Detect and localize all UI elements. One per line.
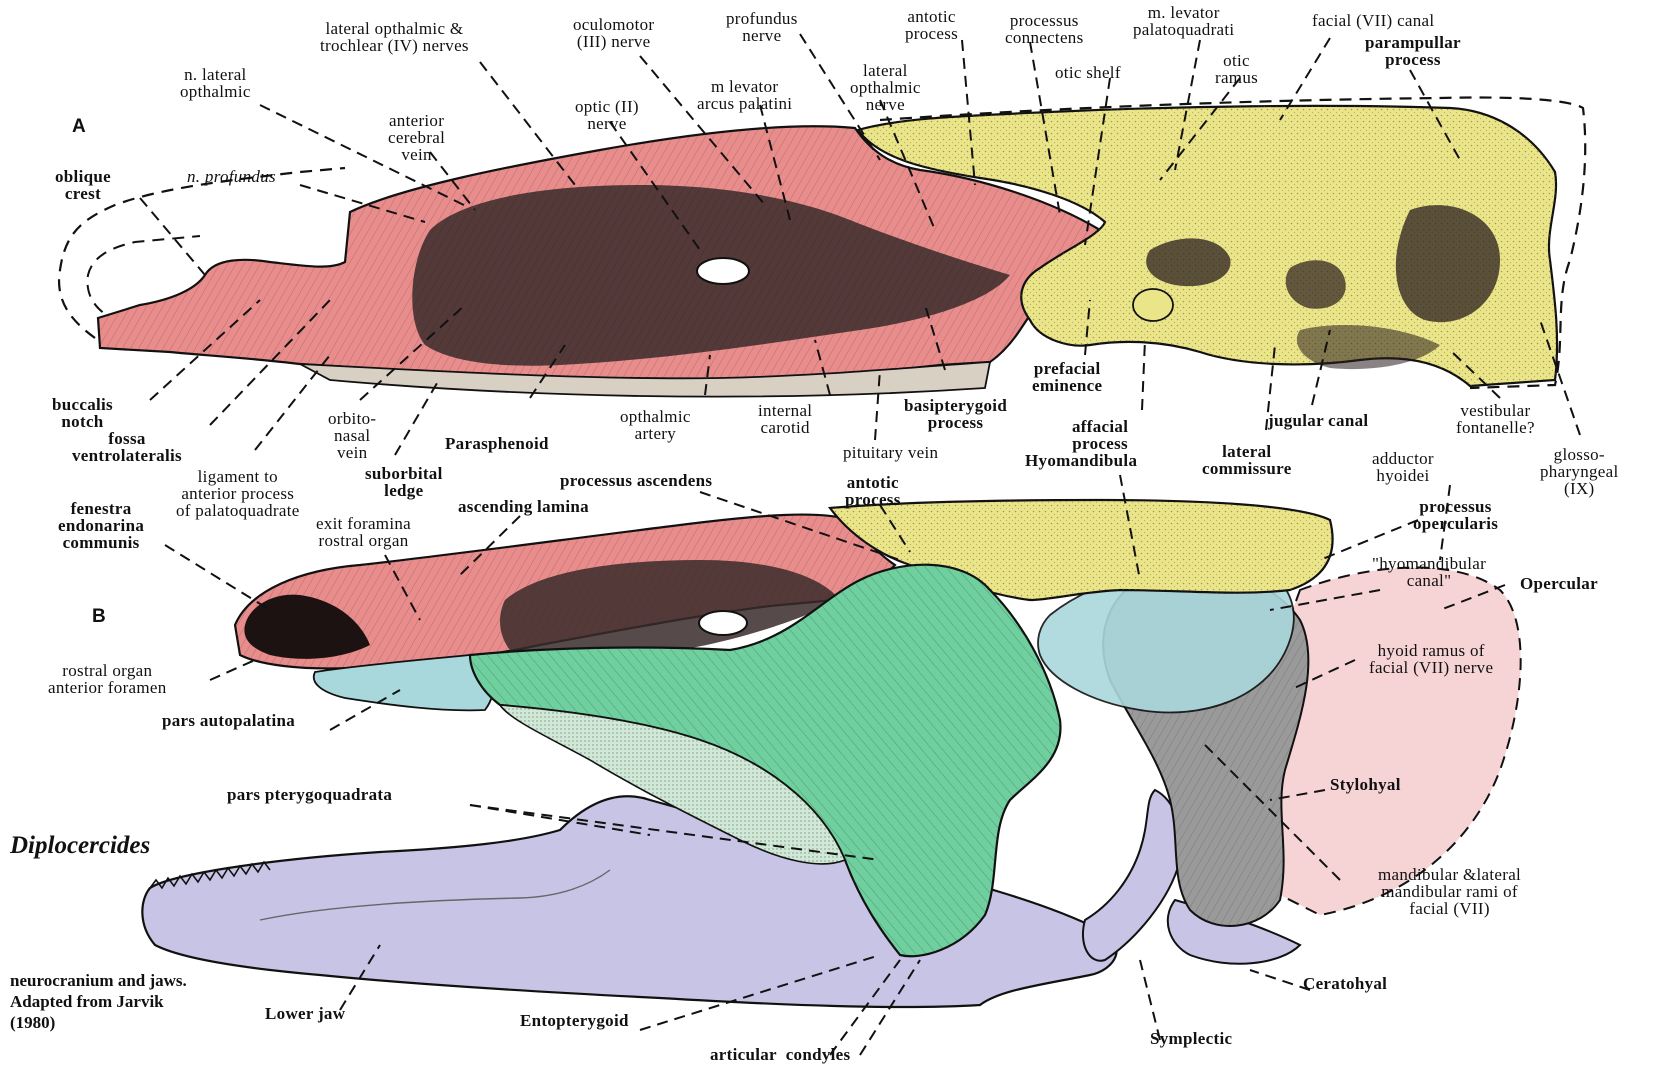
otic-cavity-1 bbox=[1146, 238, 1230, 286]
label-suborbital-ledge: suborbital ledge bbox=[365, 465, 443, 499]
label-parampullar-process: parampullar process bbox=[1365, 34, 1461, 68]
panel-a-letter: A bbox=[72, 116, 86, 138]
label-articular-condyles: articular condyles bbox=[710, 1046, 850, 1063]
optic-foramen-b bbox=[699, 611, 747, 635]
label-ligament-palatoquadrate: ligament to anterior process of palatoqu… bbox=[176, 468, 300, 519]
label-lower-jaw: Lower jaw bbox=[265, 1005, 345, 1022]
label-rostral-organ-foramen: rostral organ anterior foramen bbox=[48, 662, 167, 696]
label-opercular: Opercular bbox=[1520, 575, 1598, 592]
label-processus-ascendens: processus ascendens bbox=[560, 472, 712, 489]
label-fenestra-endonarina: fenestra endonarina communis bbox=[58, 500, 144, 551]
label-oculomotor-nerve: oculomotor (III) nerve bbox=[573, 16, 654, 50]
label-exit-foramina: exit foramina rostral organ bbox=[316, 515, 411, 549]
label-antotic-process-a: antotic process bbox=[905, 8, 958, 42]
label-orbito-nasal-vein: orbito- nasal vein bbox=[328, 410, 376, 461]
label-otic-ramus: otic ramus bbox=[1215, 52, 1258, 86]
label-lateral-commissure: lateral commissure bbox=[1202, 443, 1292, 477]
panel-b-letter: B bbox=[92, 606, 106, 628]
label-fossa-ventrolateralis: fossa ventrolateralis bbox=[72, 430, 182, 464]
label-hyomandibular-canal: "hyomandibular canal" bbox=[1372, 555, 1486, 589]
label-lateral-opthalmic-nerve: lateral opthalmic nerve bbox=[850, 62, 921, 113]
genus-title: Diplocercides bbox=[10, 832, 150, 860]
label-parasphenoid: Parasphenoid bbox=[445, 435, 549, 452]
label-mandibular-rami: mandibular &lateral mandibular rami of f… bbox=[1378, 866, 1521, 917]
label-opthalmic-artery: opthalmic artery bbox=[620, 408, 691, 442]
label-vestibular-fontanelle: vestibular fontanelle? bbox=[1456, 402, 1535, 436]
label-m-levator-arcus-palatini: m levator arcus palatini bbox=[697, 78, 792, 112]
label-processus-connectens: processus connectens bbox=[1005, 12, 1084, 46]
label-basipterygoid-process: basipterygoid process bbox=[904, 397, 1007, 431]
label-entopterygoid: Entopterygoid bbox=[520, 1012, 629, 1029]
label-pars-pterygoquadrata: pars pterygoquadrata bbox=[227, 786, 392, 803]
label-optic-nerve: optic (II) nerve bbox=[575, 98, 639, 132]
prefacial-knob bbox=[1133, 289, 1173, 321]
label-profundus-nerve: profundus nerve bbox=[726, 10, 798, 44]
label-symplectic: Symplectic bbox=[1150, 1030, 1232, 1047]
label-adductor-hyoidei: adductor hyoidei bbox=[1372, 450, 1434, 484]
label-ascending-lamina: ascending lamina bbox=[458, 498, 589, 515]
optic-foramen-a bbox=[697, 258, 749, 284]
label-hyomandibula: Hyomandibula bbox=[1025, 452, 1137, 469]
label-lateral-opthalmic-trochlear: lateral opthalmic & trochlear (IV) nerve… bbox=[320, 20, 469, 54]
label-facial-canal: facial (VII) canal bbox=[1312, 12, 1434, 29]
label-otic-shelf: otic shelf bbox=[1055, 64, 1121, 81]
label-internal-carotid: internal carotid bbox=[758, 402, 812, 436]
label-n-profundus: n. profundus bbox=[187, 168, 276, 185]
panel-a-drawing bbox=[59, 97, 1585, 396]
label-pars-autopalatina: pars autopalatina bbox=[162, 712, 295, 729]
label-buccalis-notch: buccalis notch bbox=[52, 396, 113, 430]
label-glossopharyngeal: glosso- pharyngeal (IX) bbox=[1540, 446, 1619, 497]
label-m-levator-palatoquadrati: m. levator palatoquadrati bbox=[1133, 4, 1234, 38]
label-processus-opercularis: processus opercularis bbox=[1413, 498, 1498, 532]
label-stylohyal: Stylohyal bbox=[1330, 776, 1401, 793]
label-antotic-process-b: antotic process bbox=[845, 474, 901, 508]
label-oblique-crest: oblique crest bbox=[55, 168, 111, 202]
label-anterior-cerebral-vein: anterior cerebral vein bbox=[388, 112, 445, 163]
figure-credit: neurocranium and jaws. Adapted from Jarv… bbox=[10, 970, 187, 1033]
label-pituitary-vein: pituitary vein bbox=[843, 444, 938, 461]
label-ceratohyal: Ceratohyal bbox=[1303, 975, 1387, 992]
symplectic-b bbox=[1083, 790, 1181, 961]
label-hyoid-ramus: hyoid ramus of facial (VII) nerve bbox=[1369, 642, 1493, 676]
panel-b-drawing bbox=[142, 500, 1520, 1007]
label-prefacial-eminence: prefacial eminence bbox=[1032, 360, 1102, 394]
label-n-lateral-opthalmic: n. lateral opthalmic bbox=[180, 66, 251, 100]
label-affacial-process: affacial process bbox=[1072, 418, 1128, 452]
label-jugular-canal: jugular canal bbox=[1268, 412, 1368, 429]
